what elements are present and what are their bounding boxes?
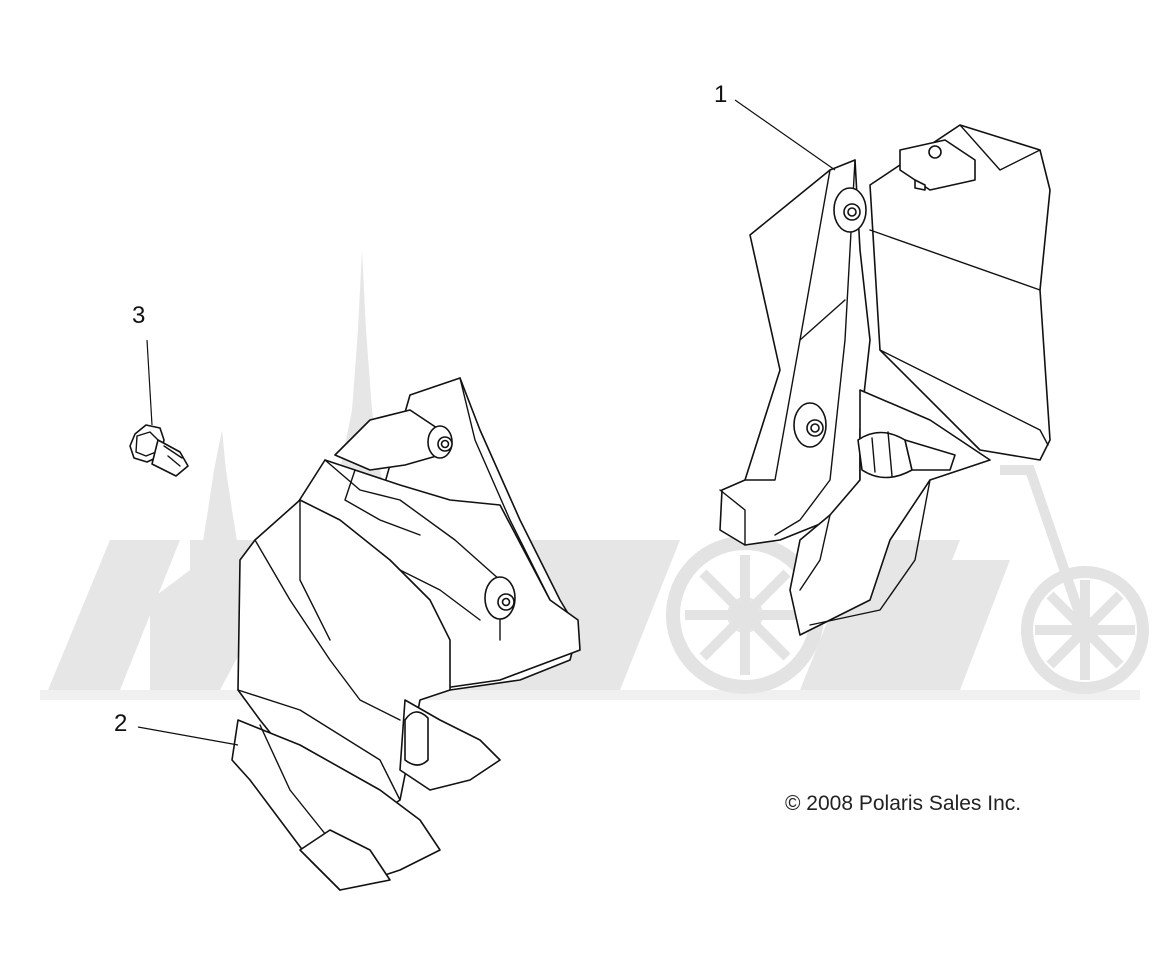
callout-1-leader xyxy=(734,99,836,171)
left-side-panel-icon xyxy=(231,377,581,891)
callout-3-leader xyxy=(146,339,153,426)
screw-icon xyxy=(129,424,189,477)
callout-2-label: 2 xyxy=(114,710,127,737)
callout-2: 2 xyxy=(114,710,239,746)
callout-2-leader xyxy=(137,726,239,746)
right-side-panel-icon xyxy=(719,124,1051,636)
callout-1-label: 1 xyxy=(714,81,727,108)
callout-1: 1 xyxy=(714,81,836,171)
callout-3-label: 3 xyxy=(132,302,145,329)
callout-3: 3 xyxy=(132,302,153,426)
copyright-text: © 2008 Polaris Sales Inc. xyxy=(785,792,1021,815)
